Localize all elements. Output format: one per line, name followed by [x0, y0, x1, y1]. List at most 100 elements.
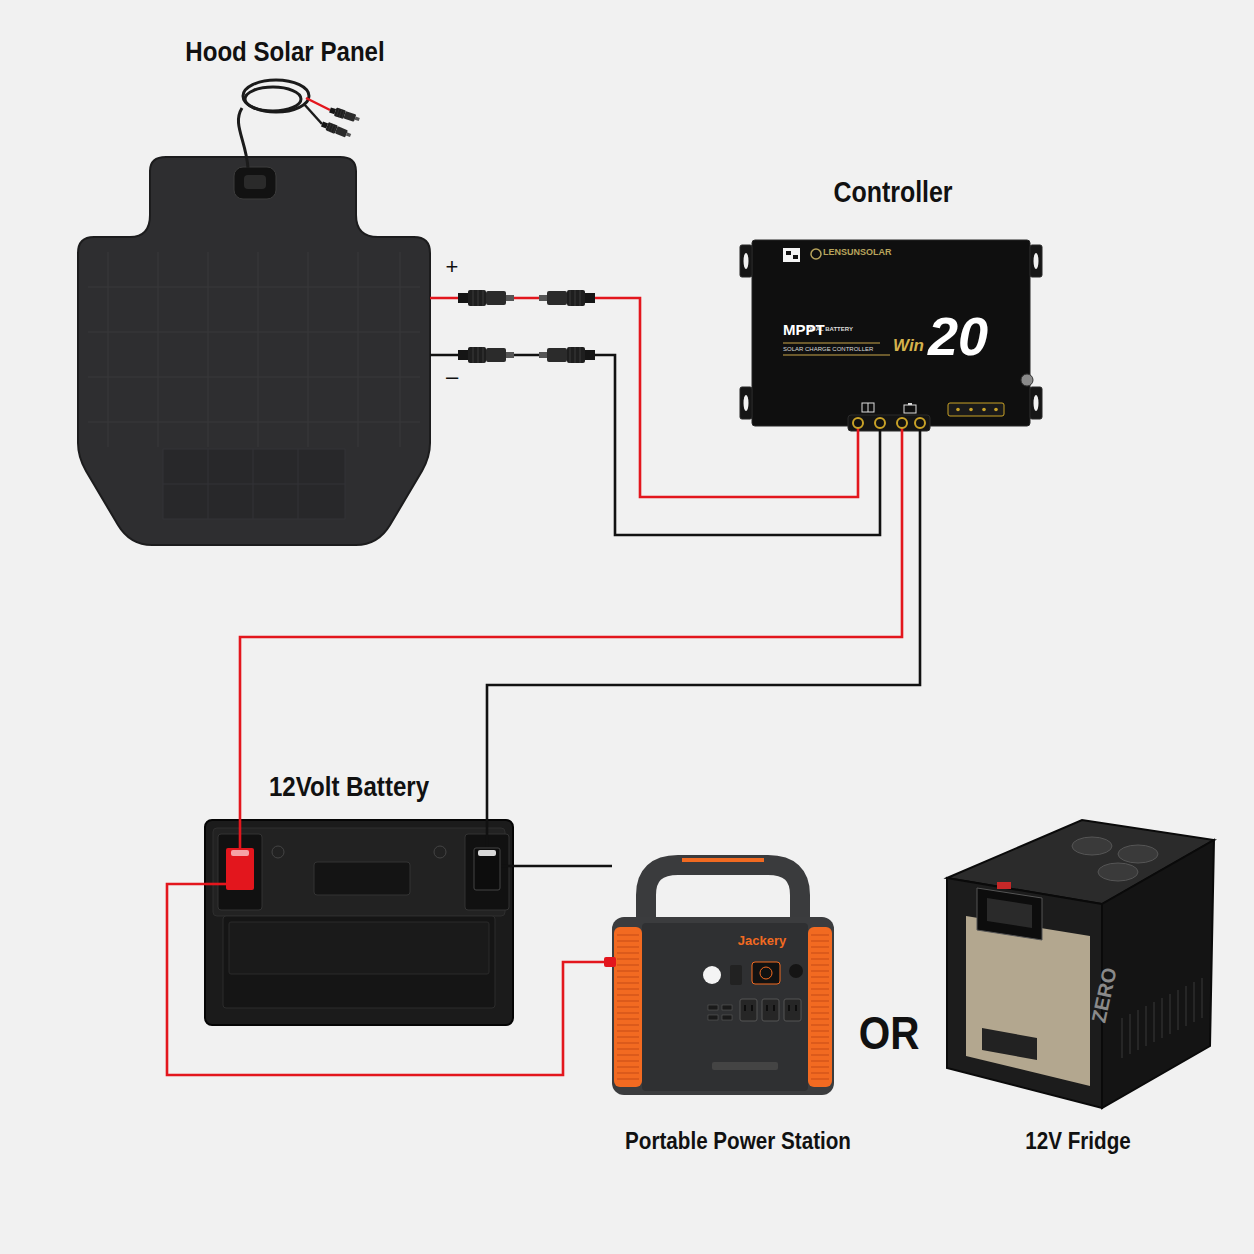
brand-logo-mark — [793, 255, 798, 259]
brand-logo-mark — [786, 251, 791, 255]
screw-terminal — [897, 418, 907, 428]
cable-coil — [245, 87, 301, 111]
vent-grille — [617, 1042, 639, 1044]
vent-cap — [434, 846, 446, 858]
mc4-connector — [458, 290, 514, 306]
vent-grille — [811, 1018, 829, 1020]
usb-port — [708, 1015, 718, 1020]
usb-port — [722, 1015, 732, 1020]
vent-grille — [617, 934, 639, 936]
solar-panel-drawing — [78, 157, 430, 545]
vent-grille — [811, 988, 829, 990]
mounting-flange — [740, 387, 752, 419]
junction-box-cap — [244, 175, 266, 189]
node-heading: 12Volt Battery — [269, 773, 429, 801]
node-heading: 12V Fridge — [1025, 1129, 1131, 1153]
vent-grille — [617, 940, 639, 942]
solar-icon — [868, 403, 869, 412]
cell-grid — [163, 484, 345, 485]
battery-top — [213, 828, 505, 916]
vent-grille — [811, 1012, 829, 1014]
terminal-highlight — [478, 850, 496, 856]
vent-grille — [617, 958, 639, 960]
lid-handle-grip — [987, 898, 1032, 928]
screw-terminal — [853, 418, 863, 428]
lid-recess — [1118, 845, 1158, 863]
vent-grille — [811, 970, 829, 972]
brand-logo-ring — [811, 249, 821, 259]
side-vent — [1145, 1006, 1147, 1046]
usb-port — [708, 1005, 718, 1010]
outlet-slot — [766, 1005, 768, 1011]
outlet-slot — [744, 1005, 746, 1011]
vent-grille — [811, 1054, 829, 1056]
side-panel — [808, 927, 832, 1087]
side-vent — [1193, 982, 1195, 1022]
control-panel — [982, 1028, 1037, 1060]
status-led — [956, 408, 960, 412]
outlet-slot — [795, 1005, 797, 1011]
vent-grille — [617, 1006, 639, 1008]
terminal-strip — [848, 415, 930, 431]
vent-grille — [811, 1024, 829, 1026]
vent-grille — [617, 1018, 639, 1020]
charge-controller-art — [740, 240, 1042, 432]
power-station-drawing — [612, 857, 834, 1095]
cell-grid — [208, 252, 209, 447]
vent-grille — [811, 976, 829, 978]
mounting-flange — [1030, 245, 1042, 277]
solar-panel: Hood Solar Panel — [78, 157, 430, 545]
outlet-slot — [751, 1005, 753, 1011]
battery-groove — [229, 922, 489, 974]
mc4-connector — [320, 120, 352, 140]
node-heading: Hood Solar Panel — [185, 38, 384, 66]
vent-grille — [617, 1000, 639, 1002]
panel-lower-cells — [163, 449, 345, 519]
solar-icon — [862, 403, 874, 412]
charge-controller-drawing — [740, 237, 1042, 432]
vent-grille — [617, 982, 639, 984]
vent-grille — [617, 1030, 639, 1032]
input-plug — [604, 957, 616, 967]
side-vent — [1201, 978, 1203, 1018]
vent-grille — [617, 1024, 639, 1026]
vent-grille — [617, 964, 639, 966]
vent-grille — [811, 1060, 829, 1062]
power-wire — [513, 865, 612, 868]
side-vent — [1137, 1010, 1139, 1050]
status-led — [982, 408, 986, 412]
gold-rule — [783, 342, 880, 343]
vent-grille — [617, 1048, 639, 1050]
mounting-slot — [1034, 253, 1039, 269]
handle-stripe — [682, 858, 764, 862]
battery-case — [205, 820, 513, 1025]
node-heading: Portable Power Station — [625, 1129, 851, 1153]
terminal-highlight — [231, 850, 249, 856]
ground-bolt — [1021, 374, 1033, 386]
screw-terminal — [875, 418, 885, 428]
vent-grille — [811, 946, 829, 948]
vent-grille — [811, 1042, 829, 1044]
front-panel — [642, 923, 808, 1091]
cell-grid — [258, 252, 259, 447]
battery-art — [205, 820, 513, 1025]
vent-grille — [617, 1078, 639, 1080]
vent-grille — [617, 1012, 639, 1014]
node-heading: Controller — [833, 178, 952, 207]
lid-recess — [1072, 837, 1112, 855]
panel-outline — [78, 157, 430, 545]
battery-label-recess — [314, 862, 410, 895]
part-label: – — [446, 366, 458, 388]
vent-grille — [811, 964, 829, 966]
dc-port — [789, 964, 803, 978]
mc4-connector — [329, 106, 361, 124]
beige-panel — [966, 916, 1090, 1086]
battery-drawing — [205, 820, 513, 1025]
battery-icon — [904, 405, 916, 413]
vent-grille — [617, 1036, 639, 1038]
cell-grid — [88, 287, 420, 288]
side-panel — [614, 927, 642, 1087]
side-vent — [1129, 1014, 1131, 1054]
vent-grille — [617, 994, 639, 996]
battery: 12Volt Battery — [205, 820, 513, 1025]
